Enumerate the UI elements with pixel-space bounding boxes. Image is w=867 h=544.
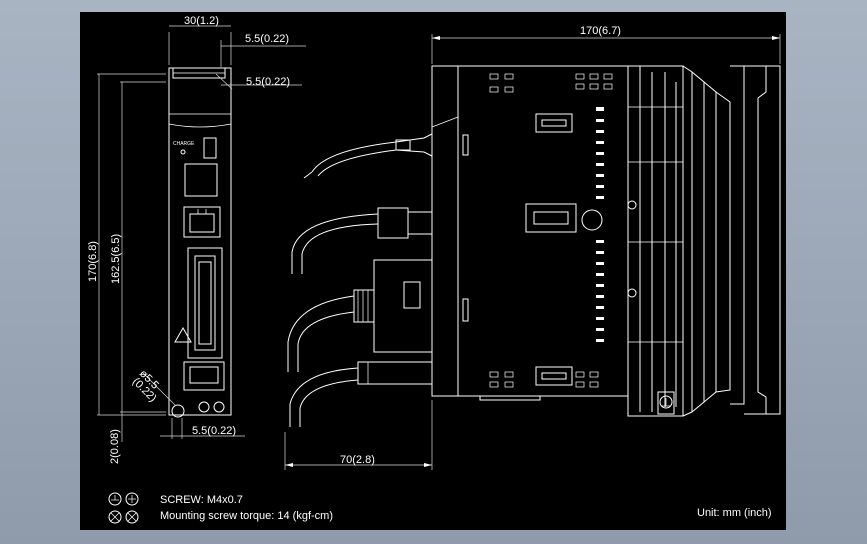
mount-hole-bottom — [171, 404, 185, 418]
cn1-connector-body — [194, 255, 216, 351]
usb-port-icon — [203, 137, 217, 159]
dim-offset-hole: 5.5(0.22) — [246, 76, 290, 88]
bottom-window — [535, 366, 573, 386]
ground-terminal-icon — [659, 395, 673, 409]
heatsink-outline — [627, 65, 684, 417]
ethernet-port-icon — [189, 213, 215, 233]
drawing-canvas: CHARGE — [80, 12, 786, 530]
dim-bottom-offset: 2(0.08) — [109, 429, 121, 464]
dim-offset-top: 5.5(0.22) — [245, 33, 289, 45]
top-window — [535, 113, 573, 133]
bottom-connector-outline — [183, 361, 225, 391]
warning-triangle-icon — [174, 326, 192, 343]
note-torque: Mounting screw torque: 14 (kgf-cm) — [160, 510, 333, 522]
screw-symbol-icon — [125, 492, 139, 506]
cable-4-plug — [357, 361, 433, 385]
dim-height-mount: 162.5(6.5) — [110, 234, 122, 284]
charge-led-icon — [180, 149, 186, 155]
front-view-dimensions: 170(6.7) 70(2.8) — [284, 25, 781, 470]
cn1-connector-outline — [187, 247, 223, 359]
dimension-drawing: CHARGE — [87, 15, 781, 524]
bottom-connector-icon — [189, 366, 219, 384]
display-window — [184, 163, 218, 197]
ground-screw-2-icon — [213, 401, 225, 413]
cn1-plug — [373, 259, 433, 353]
terminal-symbol-2-icon — [125, 510, 139, 524]
ethernet-port-outline — [183, 206, 221, 238]
center-window — [525, 203, 577, 233]
note-unit: Unit: mm (inch) — [697, 507, 772, 519]
cable-2-plug — [407, 211, 433, 235]
dim-bottom-width: 5.5(0.22) — [192, 425, 236, 437]
drive-body-outline — [168, 67, 232, 416]
side-view-drawer: CHARGE — [168, 67, 232, 418]
dim-cable-depth: 70(2.8) — [340, 454, 375, 466]
center-knob-icon — [581, 209, 603, 231]
terminal-symbol-1-icon — [108, 510, 122, 524]
note-screw: SCREW: M4x0.7 — [160, 494, 243, 506]
dim-width-top: 30(1.2) — [184, 15, 219, 27]
dim-height-total: 170(6.8) — [87, 241, 99, 282]
side-view-dimensions: 30(1.2) 5.5(0.22) 5.5(0.22) 170(6.8) 1 — [87, 15, 306, 464]
main-body-outline — [431, 65, 629, 397]
notes: SCREW: M4x0.7 Mounting screw torque: 14 … — [108, 492, 772, 524]
ground-screw-1-icon — [198, 401, 210, 413]
ground-symbol-icon — [108, 492, 122, 506]
dim-width-total: 170(6.7) — [580, 25, 621, 37]
cables — [287, 133, 433, 427]
front-view-drawer — [431, 65, 781, 417]
charge-label: CHARGE — [173, 141, 195, 147]
